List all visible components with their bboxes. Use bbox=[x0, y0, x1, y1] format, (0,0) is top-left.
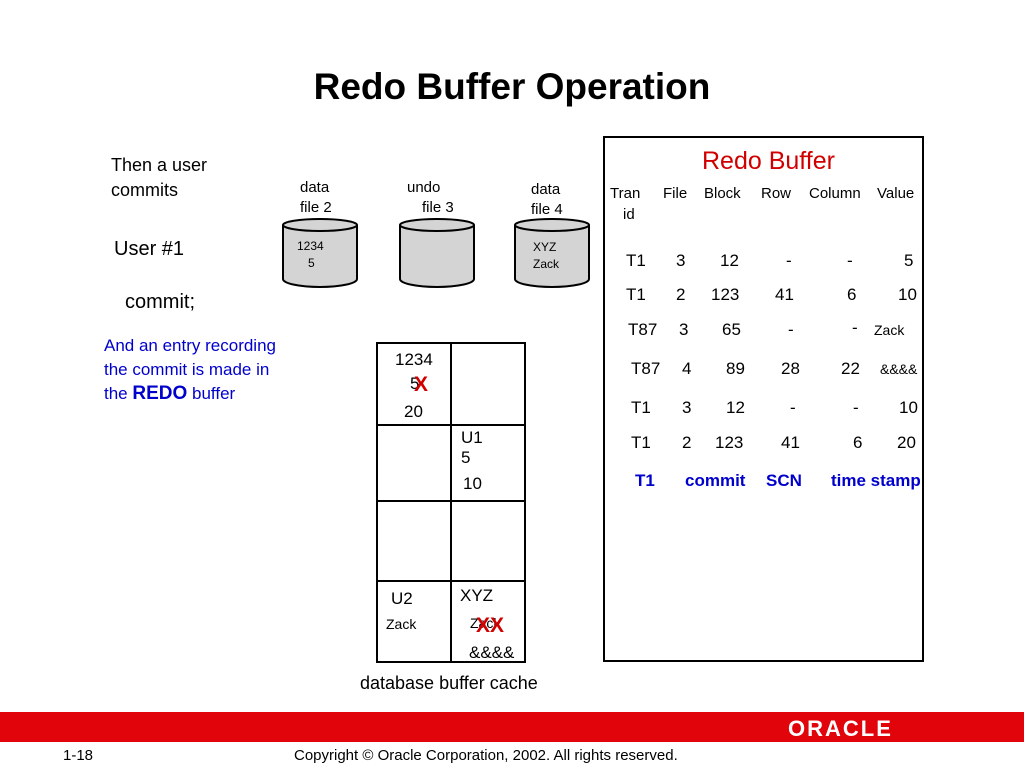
copyright-text: Copyright © Oracle Corporation, 2002. Al… bbox=[294, 747, 678, 764]
redo-row-1-column: - bbox=[847, 251, 853, 270]
redo-row-6-file: 2 bbox=[682, 433, 692, 452]
redo-row-1-file: 3 bbox=[676, 251, 686, 270]
note-buffer: buffer bbox=[192, 384, 236, 403]
redo-row-3-value: Zack bbox=[874, 322, 905, 338]
data-file-4-label-1: data bbox=[531, 181, 561, 198]
redo-row-4-value: &&&& bbox=[880, 361, 918, 377]
note-line-3: the REDO buffer bbox=[104, 383, 235, 405]
redo-row-2-value: 10 bbox=[898, 285, 917, 304]
oracle-logo: ORACLE bbox=[788, 716, 893, 741]
page-number: 1-18 bbox=[63, 747, 94, 764]
redo-commit-scn: SCN bbox=[766, 471, 802, 490]
database-buffer-cache bbox=[376, 342, 526, 663]
data-file-2-label-1: data bbox=[300, 179, 330, 196]
redo-row-6-tran: T1 bbox=[631, 433, 651, 452]
redo-row-2-file: 2 bbox=[676, 285, 686, 304]
footer-bar bbox=[0, 712, 1024, 742]
redo-row-2-row: 41 bbox=[775, 285, 794, 304]
cache-undo-u2-value: Zack bbox=[386, 616, 417, 632]
slide-title: Redo Buffer Operation bbox=[313, 66, 711, 107]
redo-row-5-file: 3 bbox=[682, 398, 692, 417]
redo-row-6-block: 123 bbox=[715, 433, 744, 452]
note-line-2: the commit is made in bbox=[104, 360, 270, 379]
redo-row-6-row: 41 bbox=[781, 433, 800, 452]
cache-divider-1 bbox=[378, 424, 524, 426]
data-file-4-value-1: XYZ bbox=[533, 240, 557, 254]
redo-row-3-block: 65 bbox=[722, 320, 741, 339]
redo-header-file: File bbox=[663, 185, 688, 202]
redo-row-4-column: 22 bbox=[841, 359, 860, 378]
data-file-2-label-2: file 2 bbox=[300, 199, 332, 216]
cache-undo-u1-value-1: 5 bbox=[461, 448, 471, 467]
note-redo: REDO bbox=[132, 383, 188, 404]
redo-row-4-file: 4 bbox=[682, 359, 692, 378]
cache-block-1-value-3: 20 bbox=[404, 402, 423, 421]
redo-row-3-tran: T87 bbox=[628, 320, 658, 339]
database-buffer-cache-label: database buffer cache bbox=[360, 673, 538, 693]
redo-commit-timestamp: time stamp bbox=[831, 471, 921, 490]
data-file-4-label-2: file 4 bbox=[531, 201, 563, 218]
redo-row-3-column: - bbox=[852, 318, 858, 337]
redo-header-row: Row bbox=[761, 185, 792, 202]
undo-file-3-label-2: file 3 bbox=[422, 199, 454, 216]
redo-row-1-value: 5 bbox=[904, 251, 914, 270]
cache-undo-u1-value-2: 10 bbox=[463, 474, 482, 493]
cache-divider-3 bbox=[378, 580, 524, 582]
then-a-user-text: Then a user bbox=[111, 155, 208, 175]
redo-row-5-row: - bbox=[790, 398, 796, 417]
redo-row-4-block: 89 bbox=[726, 359, 745, 378]
redo-row-6-column: 6 bbox=[853, 433, 863, 452]
redo-header-value: Value bbox=[877, 185, 915, 202]
cache-block-1-value-2: 5 bbox=[410, 374, 420, 393]
redo-row-2-column: 6 bbox=[847, 285, 857, 304]
redo-row-6-value: 20 bbox=[897, 433, 916, 452]
redo-header-block: Block bbox=[704, 185, 741, 202]
redo-row-5-tran: T1 bbox=[631, 398, 651, 417]
redo-header-column: Column bbox=[809, 185, 861, 202]
redo-row-5-value: 10 bbox=[899, 398, 918, 417]
redo-row-1-block: 12 bbox=[720, 251, 739, 270]
data-file-4-cylinder bbox=[514, 218, 590, 288]
data-file-2-cylinder bbox=[282, 218, 358, 288]
redo-header-id: id bbox=[623, 206, 635, 223]
undo-file-3-cylinder bbox=[399, 218, 475, 288]
redo-buffer-title: Redo Buffer bbox=[702, 147, 835, 175]
cache-undo-u2-label: U2 bbox=[391, 589, 413, 608]
data-file-2-value-2: 5 bbox=[308, 256, 315, 270]
user-label: User #1 bbox=[114, 238, 185, 260]
cache-block-4-value-3: &&&& bbox=[469, 643, 515, 662]
cache-block-4-value-1: XYZ bbox=[460, 586, 494, 605]
redo-buffer-panel bbox=[603, 136, 924, 662]
redo-row-2-tran: T1 bbox=[626, 285, 646, 304]
redo-row-3-row: - bbox=[788, 320, 794, 339]
redo-row-4-tran: T87 bbox=[631, 359, 661, 378]
cache-block-1-value-1: 1234 bbox=[395, 350, 433, 369]
cache-divider-vertical bbox=[450, 344, 452, 661]
redo-row-2-block: 123 bbox=[711, 285, 740, 304]
redo-row-1-row: - bbox=[786, 251, 792, 270]
redo-row-3-file: 3 bbox=[679, 320, 689, 339]
redo-row-5-column: - bbox=[853, 398, 859, 417]
note-line-1: And an entry recording bbox=[104, 336, 276, 355]
redo-row-4-row: 28 bbox=[781, 359, 800, 378]
data-file-2-value-1: 1234 bbox=[297, 239, 324, 253]
cache-block-4-strike-xx: XX bbox=[476, 614, 505, 637]
commit-statement: commit; bbox=[125, 291, 195, 313]
redo-row-5-block: 12 bbox=[726, 398, 745, 417]
redo-header-tran: Tran bbox=[610, 185, 641, 202]
redo-commit-tran: T1 bbox=[635, 471, 655, 490]
cache-divider-2 bbox=[378, 500, 524, 502]
redo-row-1-tran: T1 bbox=[626, 251, 646, 270]
cache-undo-u1-label: U1 bbox=[461, 428, 483, 447]
redo-commit-keyword: commit bbox=[685, 471, 746, 490]
note-the: the bbox=[104, 384, 128, 403]
cache-block-1-strike-x: X bbox=[414, 373, 429, 396]
commits-text: commits bbox=[111, 180, 178, 200]
cache-block-4-value-2: Zack bbox=[470, 615, 501, 631]
undo-file-3-label-1: undo bbox=[407, 179, 441, 196]
data-file-4-value-2: Zack bbox=[533, 257, 560, 271]
